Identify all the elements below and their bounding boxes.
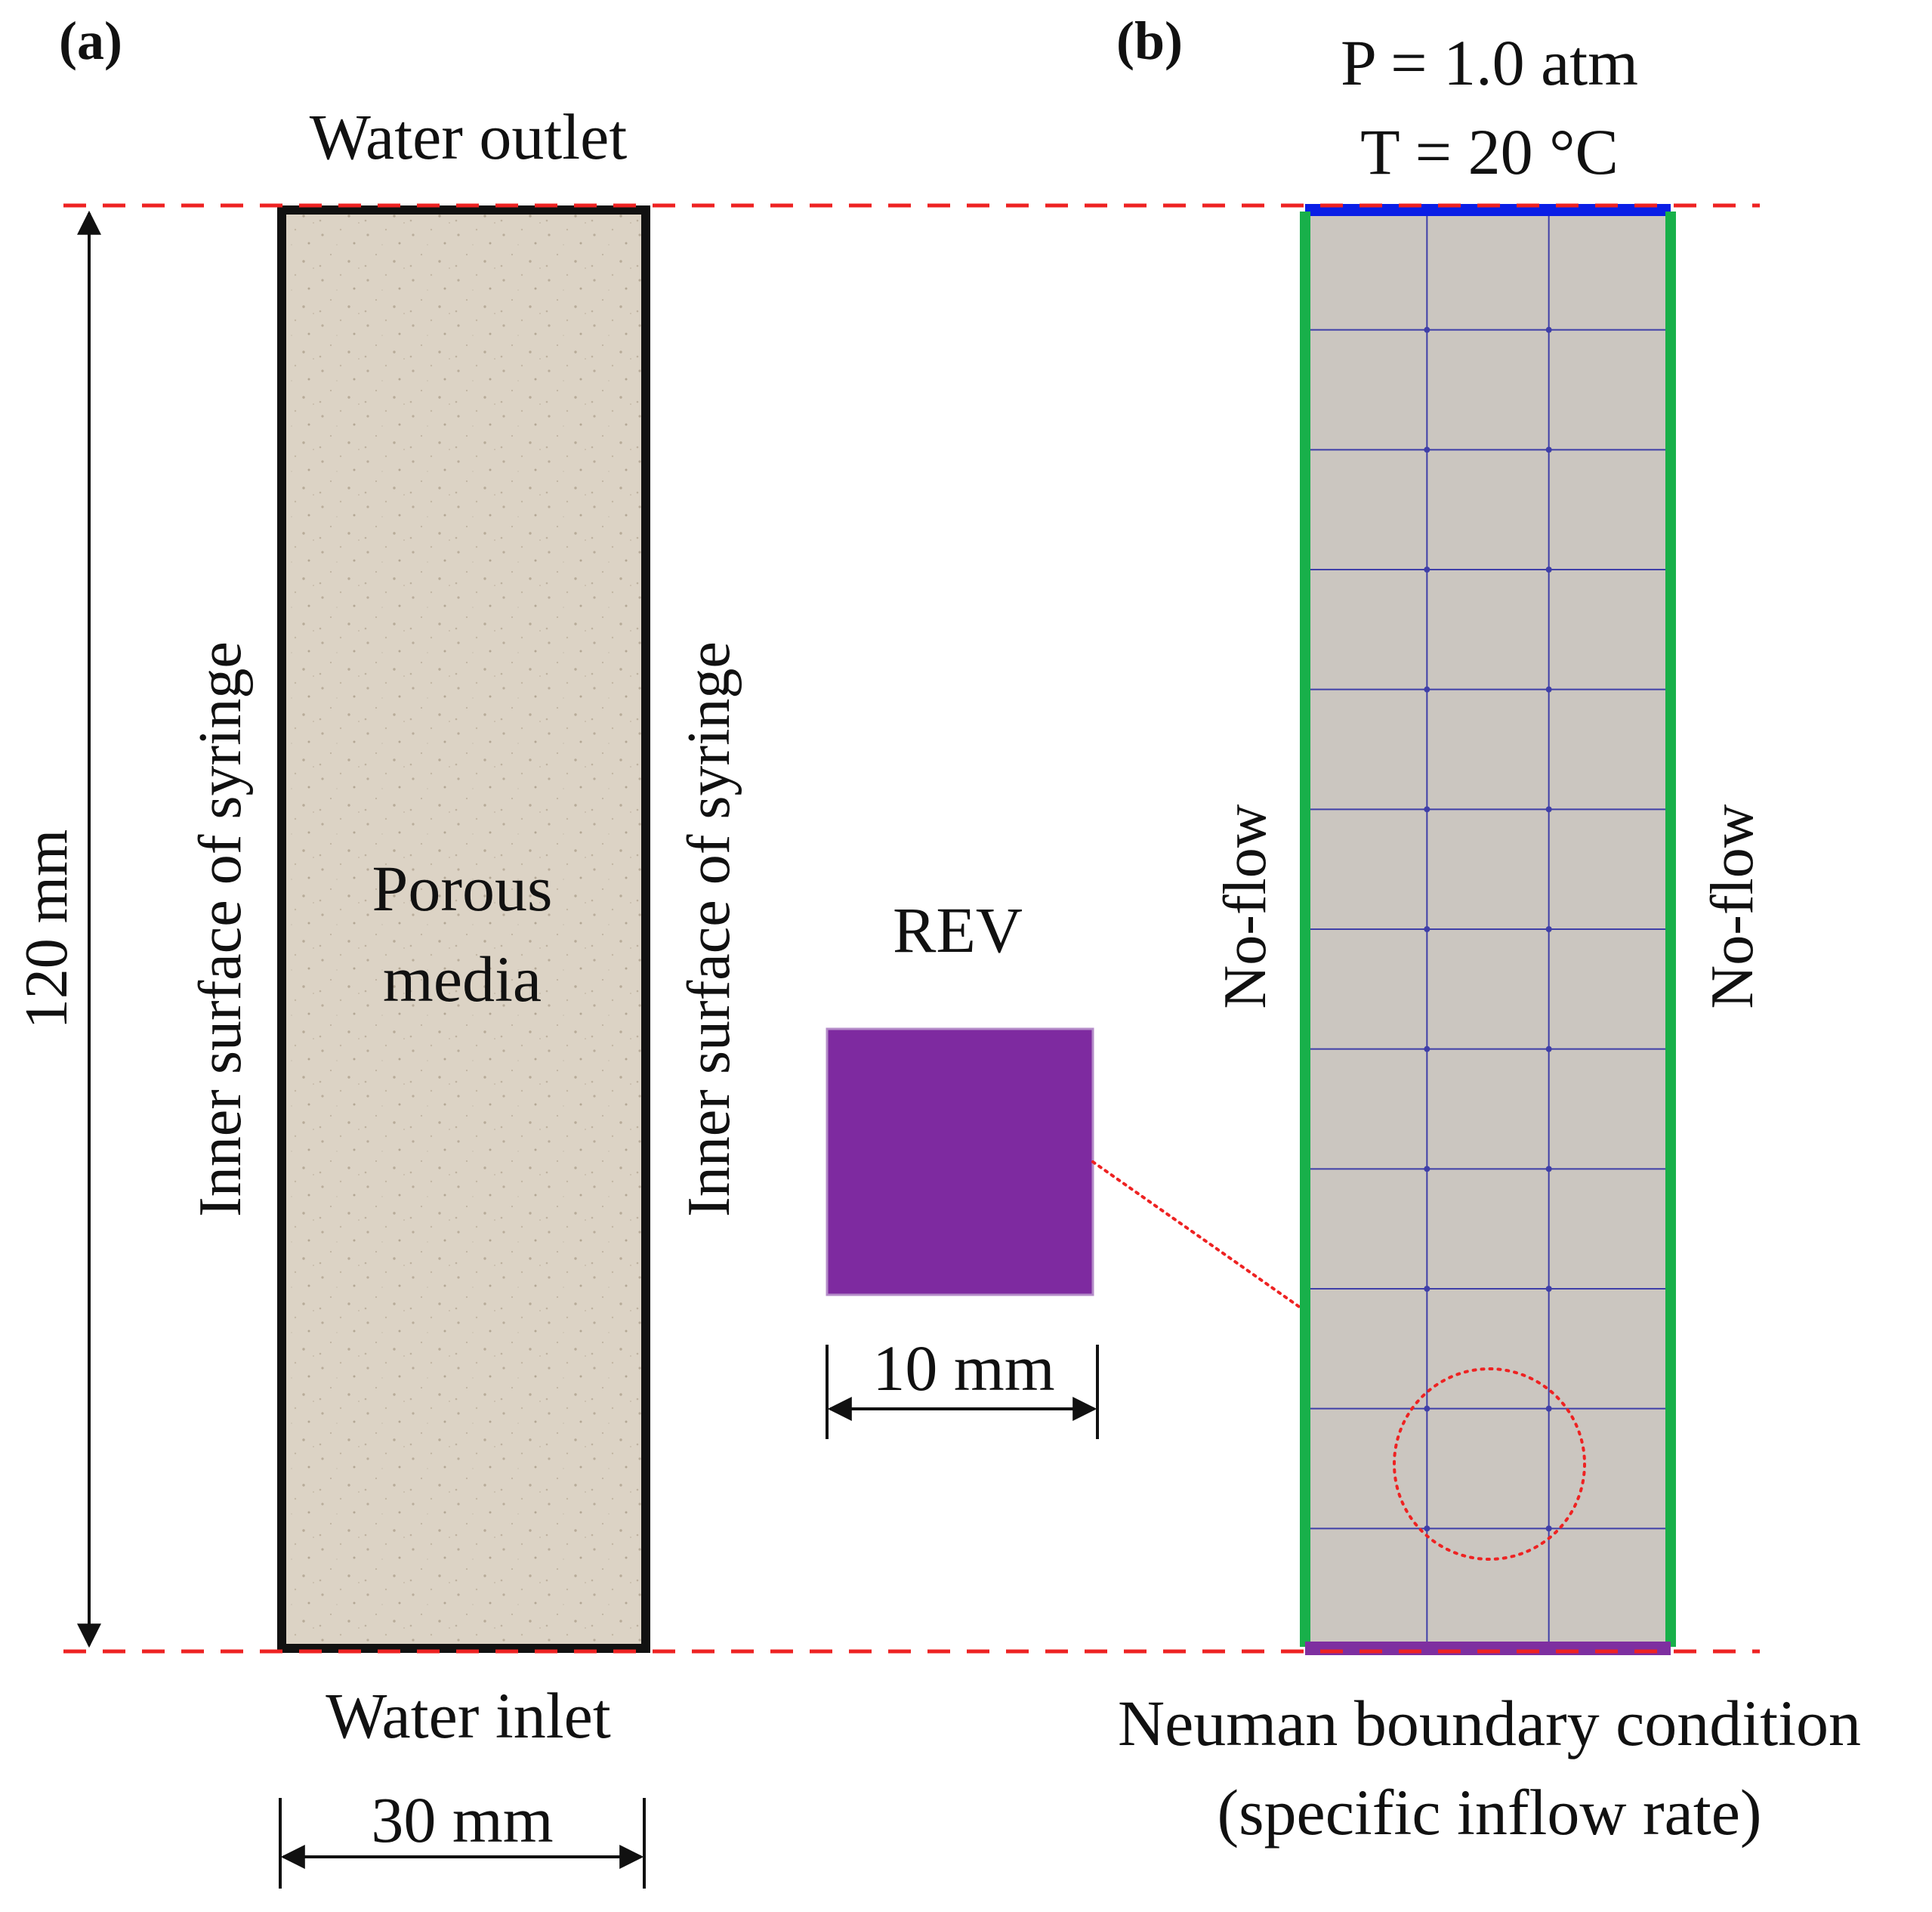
- mesh-node: [1424, 1046, 1430, 1052]
- porous-media-label-line2: media: [383, 943, 542, 1015]
- mesh-node: [1545, 1166, 1552, 1172]
- mesh-node: [1424, 1286, 1430, 1292]
- mesh-node: [1545, 1525, 1552, 1532]
- panel-b-label: (b): [1116, 11, 1183, 71]
- mesh-node: [1545, 1046, 1552, 1052]
- neuman-bc-label-line2: (specific inflow rate): [1217, 1776, 1761, 1849]
- mesh-node: [1424, 1166, 1430, 1172]
- mesh-node: [1424, 567, 1430, 573]
- no-flow-left-label: No-flow: [1212, 804, 1279, 1009]
- mesh-node: [1545, 686, 1552, 693]
- rev-label: REV: [893, 894, 1023, 966]
- rev-dimension-label: 10 mm: [872, 1332, 1054, 1404]
- porous-media-label-line1: Porous: [372, 852, 553, 925]
- mesh-node: [1424, 1405, 1430, 1412]
- mesh-node: [1545, 1286, 1552, 1292]
- mesh-node: [1424, 806, 1430, 813]
- no-flow-right-label: No-flow: [1699, 804, 1766, 1009]
- mesh-node: [1424, 446, 1430, 453]
- mesh-node: [1424, 686, 1430, 693]
- panel-a-label: (a): [59, 11, 122, 71]
- porous-media-column: [277, 205, 650, 1653]
- inner-surface-right-label: Inner surface of syringe: [676, 641, 742, 1217]
- mesh-grid: [1305, 210, 1671, 1648]
- water-inlet-label: Water inlet: [326, 1679, 611, 1752]
- height-dimension-label: 120 mm: [14, 829, 80, 1029]
- mesh-cell-highlight-circle: [1393, 1367, 1586, 1561]
- rev-square: [826, 1027, 1094, 1296]
- mesh-node: [1545, 567, 1552, 573]
- mesh-node: [1424, 326, 1430, 333]
- temperature-label: T = 20 °C: [1360, 116, 1619, 188]
- mesh-node: [1424, 1525, 1430, 1532]
- mesh-node: [1545, 446, 1552, 453]
- width-dimension-label: 30 mm: [371, 1784, 553, 1856]
- mesh-node: [1424, 926, 1430, 932]
- mesh-node: [1545, 806, 1552, 813]
- mesh-node: [1545, 326, 1552, 333]
- pressure-label: P = 1.0 atm: [1341, 26, 1638, 99]
- inner-surface-left-label: Inner surface of syringe: [187, 641, 254, 1217]
- mesh-node: [1545, 1405, 1552, 1412]
- water-outlet-label: Water outlet: [310, 100, 628, 173]
- neuman-bc-label-line1: Neuman boundary condition: [1118, 1687, 1861, 1759]
- mesh-node: [1545, 926, 1552, 932]
